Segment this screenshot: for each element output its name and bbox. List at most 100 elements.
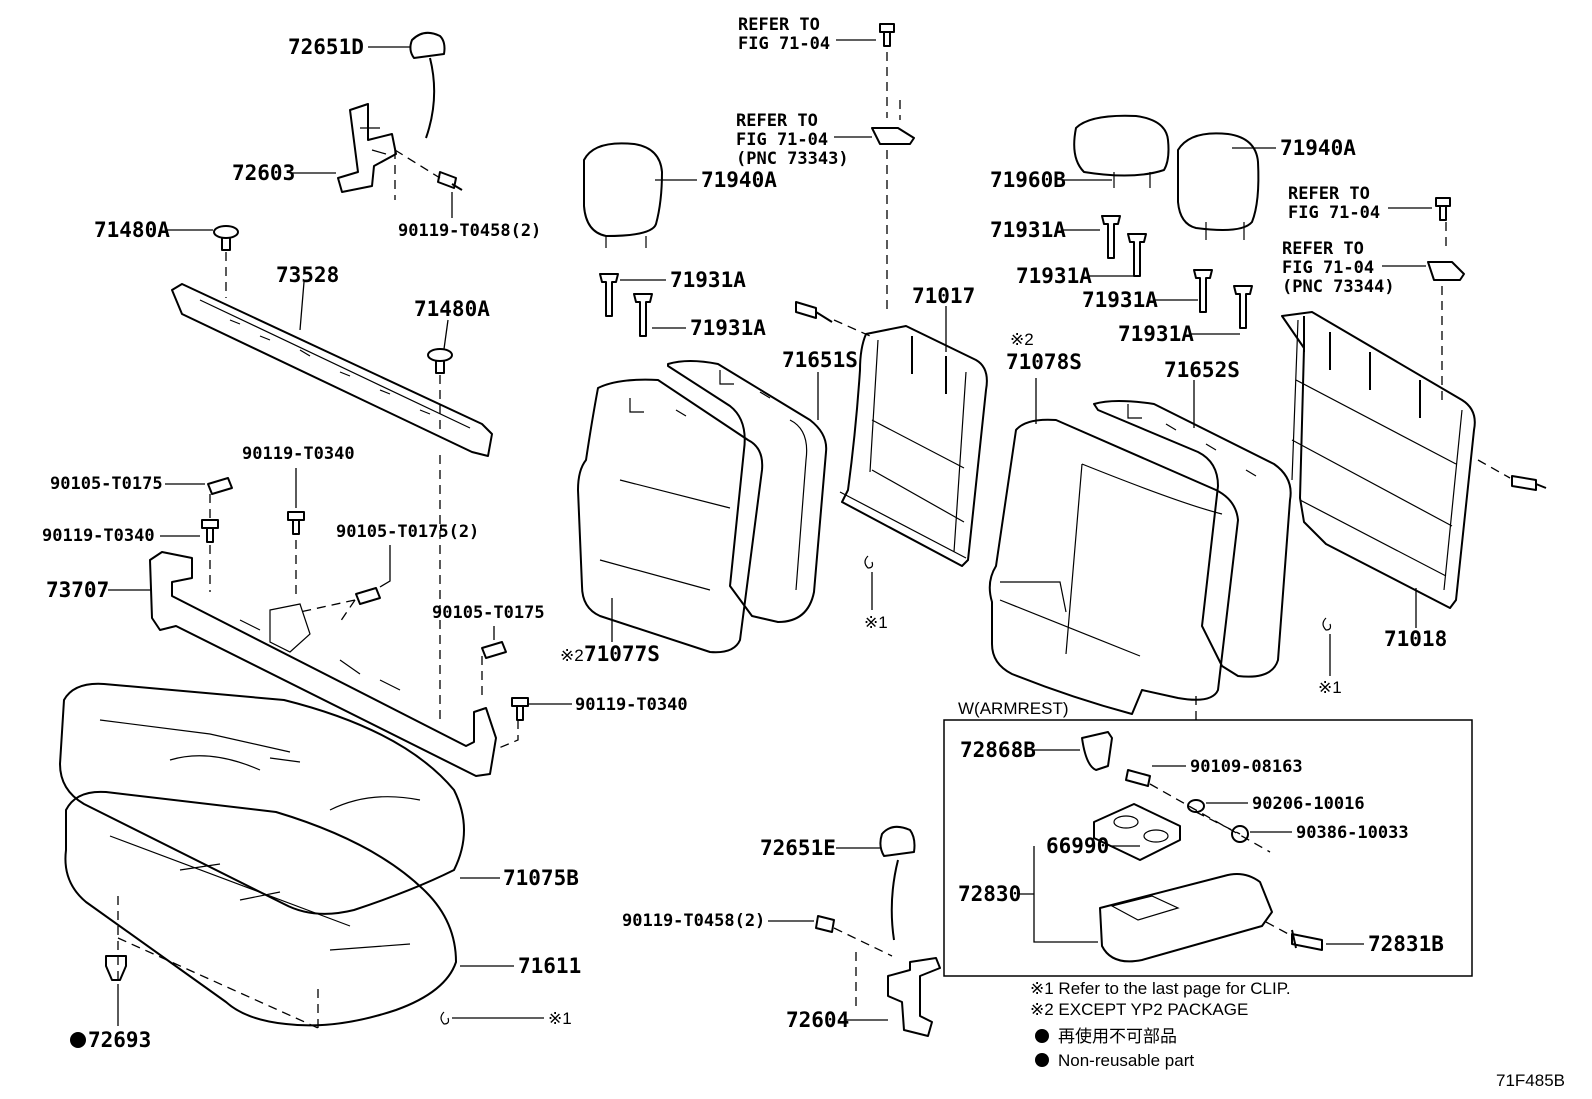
label-refer-b-1: REFER TO <box>736 111 818 131</box>
label-refer-a-2: FIG 71-04 <box>738 34 830 54</box>
bracket-icon <box>1427 261 1465 281</box>
label-71018: 71018 <box>1384 627 1447 651</box>
label-72603: 72603 <box>232 161 295 185</box>
label-72693: 72693 <box>88 1028 151 1052</box>
part-71018-shape <box>1281 311 1547 609</box>
label-refer-a-1: REFER TO <box>738 15 820 35</box>
bolt-icon <box>511 697 529 721</box>
part-73707-shape <box>149 551 497 777</box>
label-71960B: 71960B <box>990 168 1066 192</box>
part-71652S-shape <box>1093 400 1292 678</box>
part-66990-shape <box>1093 803 1181 861</box>
label-71652S: 71652S <box>1164 358 1240 382</box>
label-71078S: 71078S <box>1006 350 1082 374</box>
clip-icon <box>427 348 453 374</box>
label-90105-T0175-2: 90105-T0175(2) <box>336 522 479 542</box>
bolt-icon <box>815 915 835 933</box>
bolt-icon <box>1435 197 1451 221</box>
label-72831B: 72831B <box>1368 932 1444 956</box>
label-clip-mark-c: ※1 <box>1318 678 1342 697</box>
part-72868B-shape <box>1081 731 1113 771</box>
label-90206-10016: 90206-10016 <box>1252 794 1365 814</box>
label-refer-d-3: (PNC 73344) <box>1282 277 1395 297</box>
label-71077S: 71077S <box>584 642 660 666</box>
label-73707: 73707 <box>46 578 109 602</box>
label-90119-T0458-2-bot: 90119-T0458(2) <box>622 911 765 931</box>
label-71931A-d: 71931A <box>1016 264 1092 288</box>
label-90119-T0458-2-top: 90119-T0458(2) <box>398 221 541 241</box>
headrest-guide-icon <box>1127 233 1147 277</box>
label-73528: 73528 <box>276 263 339 287</box>
label-90109-08163: 90109-08163 <box>1190 757 1303 777</box>
part-72603-shape <box>337 103 397 193</box>
bolt-icon <box>287 511 305 535</box>
label-mark2-b: ※2 <box>1010 330 1034 349</box>
figure-id: 71F485B <box>1496 1071 1565 1090</box>
part-71940A-shape <box>583 142 663 248</box>
label-71931A-a: 71931A <box>670 268 746 292</box>
label-71017: 71017 <box>912 284 975 308</box>
label-90105-T0175-a: 90105-T0175 <box>50 474 163 494</box>
label-71940A-b: 71940A <box>1280 136 1356 160</box>
label-refer-b-3: (PNC 73343) <box>736 149 849 169</box>
non-reusable-dot-icon <box>70 1032 86 1048</box>
label-71611: 71611 <box>518 954 581 978</box>
label-72830: 72830 <box>958 882 1021 906</box>
label-71651S: 71651S <box>782 348 858 372</box>
label-71931A-e: 71931A <box>1082 288 1158 312</box>
clip-ring-icon <box>864 555 874 569</box>
part-72830-shape <box>1099 873 1273 963</box>
label-71931A-c: 71931A <box>990 218 1066 242</box>
clip-ring-icon <box>440 1011 450 1025</box>
label-71480A-a: 71480A <box>94 218 170 242</box>
bolt-icon <box>207 477 233 495</box>
bolt-icon <box>879 23 895 47</box>
headrest-guide-icon <box>1233 285 1253 329</box>
bolt-icon <box>1125 769 1151 787</box>
part-72831B-shape <box>1291 929 1323 951</box>
clip-ring-icon <box>1322 617 1332 631</box>
part-71960B-shape <box>1073 114 1170 188</box>
label-90119-T0340-c: 90119-T0340 <box>575 695 688 715</box>
nut-icon <box>1231 825 1249 843</box>
part-73528-shape <box>171 283 493 457</box>
label-71940A-a: 71940A <box>701 168 777 192</box>
label-71480A-b: 71480A <box>414 297 490 321</box>
clip-icon <box>105 955 127 981</box>
note-4: Non-reusable part <box>1058 1051 1194 1070</box>
note-1: ※1 Refer to the last page for CLIP. <box>1030 979 1291 998</box>
label-clip-mark-a: ※1 <box>548 1009 572 1028</box>
label-refer-c-2: FIG 71-04 <box>1288 203 1380 223</box>
label-90105-T0175-b: 90105-T0175 <box>432 603 545 623</box>
label-refer-c-1: REFER TO <box>1288 184 1370 204</box>
label-71075B: 71075B <box>503 866 579 890</box>
part-71017-shape <box>795 301 988 567</box>
label-mark2-a: ※2 <box>560 646 584 665</box>
label-72868B: 72868B <box>960 738 1036 762</box>
label-clip-mark-b: ※1 <box>864 613 888 632</box>
armrest-box <box>943 719 1473 977</box>
clip-icon <box>213 225 239 251</box>
bolt-icon <box>355 587 381 605</box>
part-71611-shape <box>64 790 457 1027</box>
label-72651E: 72651E <box>760 836 836 860</box>
note-2: ※2 EXCEPT YP2 PACKAGE <box>1030 1000 1248 1019</box>
label-71931A-b: 71931A <box>690 316 766 340</box>
bolt-icon <box>201 519 219 543</box>
headrest-guide-icon <box>633 293 653 337</box>
note-3: 再使用不可部品 <box>1058 1026 1177 1046</box>
label-72651D: 72651D <box>288 35 364 59</box>
non-reusable-dot-icon <box>1035 1029 1049 1043</box>
bracket-icon <box>871 127 915 145</box>
headrest-guide-icon <box>1193 269 1213 313</box>
part-71078S-shape <box>988 418 1239 715</box>
label-refer-b-2: FIG 71-04 <box>736 130 828 150</box>
part-72604-shape <box>887 957 941 1037</box>
headrest-guide-icon <box>1101 215 1121 259</box>
label-armrest-title: W(ARMREST) <box>958 699 1068 718</box>
label-72604: 72604 <box>786 1008 849 1032</box>
headrest-guide-icon <box>599 273 619 317</box>
part-71940A-shape <box>1177 132 1260 240</box>
label-90386-10033: 90386-10033 <box>1296 823 1409 843</box>
part-71651S-shape <box>667 360 828 623</box>
